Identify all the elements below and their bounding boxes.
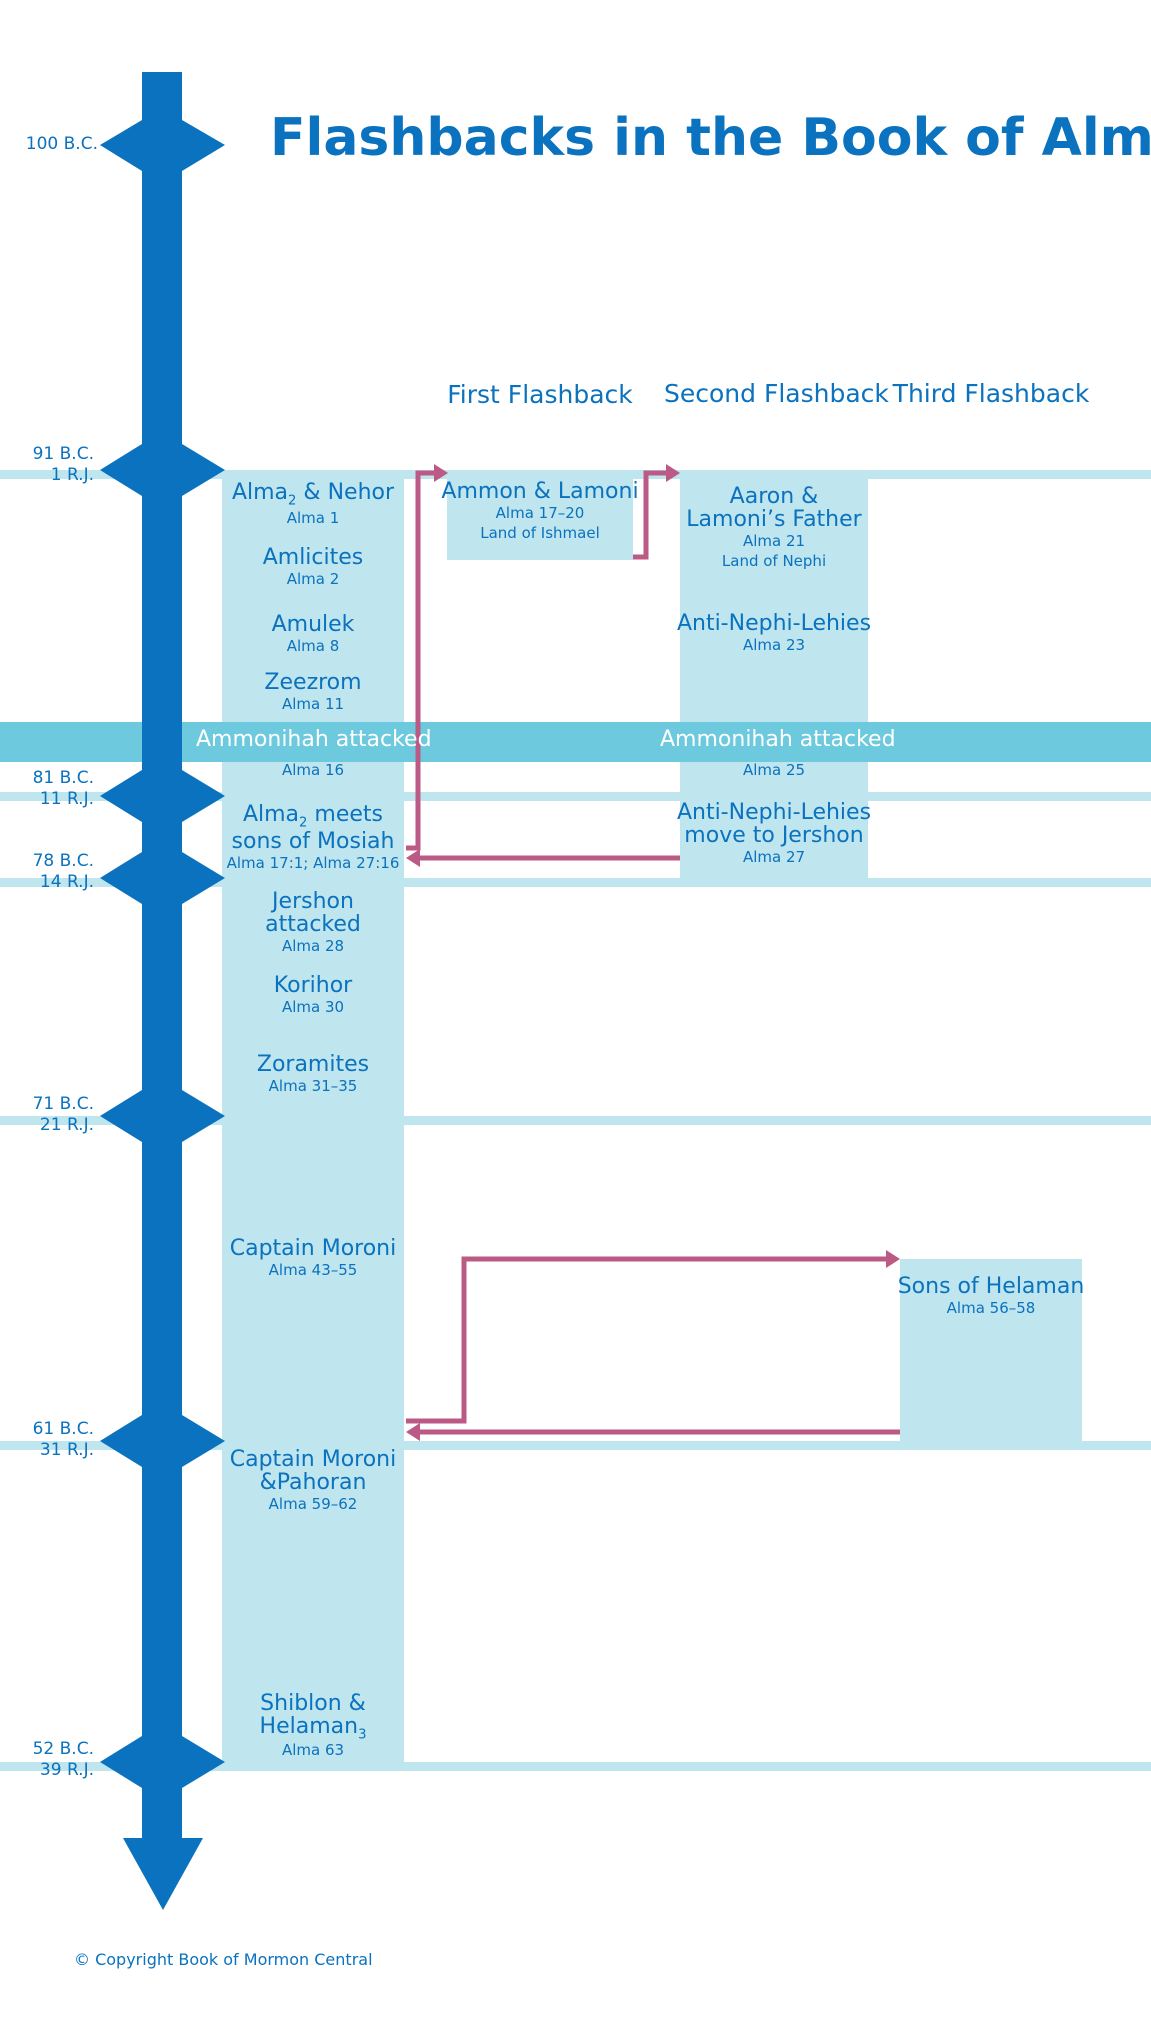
first-flashback-header: First Flashback	[447, 380, 633, 409]
period-line-61bc	[0, 1441, 1151, 1450]
event-alma-25: Alma 25	[742, 761, 806, 779]
date-100bc: 100 B.C.	[25, 134, 98, 154]
arrowhead-return-second	[406, 849, 420, 867]
first-flashback-box	[447, 470, 633, 560]
timeline-marker-81bc	[100, 770, 225, 822]
third-flashback-box	[900, 1259, 1082, 1441]
timeline-shaft	[142, 72, 182, 1840]
timeline-marker-91bc	[100, 444, 225, 496]
period-line-78bc	[0, 878, 1151, 887]
event-amulek: Amulek Alma 8	[271, 612, 355, 656]
date-81bc: 81 B.C.11 R.J.	[32, 768, 94, 809]
page-title: Flashbacks in the Book of Alma	[270, 108, 1151, 168]
date-61bc: 61 B.C.31 R.J.	[32, 1419, 94, 1460]
period-line-52bc	[0, 1762, 1151, 1771]
arrowhead-first-flashback	[434, 464, 448, 482]
event-korihor: Korihor Alma 30	[273, 973, 353, 1017]
event-zoramites: Zoramites Alma 31–35	[256, 1052, 370, 1096]
timeline-marker-61bc	[100, 1415, 225, 1467]
event-moroni-pahoran: Captain Moroni &Pahoran Alma 59–62	[229, 1447, 397, 1514]
timeline-marker-71bc	[100, 1090, 225, 1142]
main-column	[222, 470, 404, 1768]
timeline-marker-78bc	[100, 852, 225, 904]
event-alma-16: Alma 16	[281, 761, 345, 779]
second-flashback-header: Second Flashback	[664, 379, 889, 408]
event-alma-meets-sons-of-mosiah: Alma2 meets sons of Mosiah Alma 17:1; Al…	[226, 802, 400, 873]
arrow-to-second-flashback	[633, 470, 668, 560]
date-52bc: 52 B.C.39 R.J.	[32, 1739, 94, 1780]
event-anti-nephi-lehies: Anti-Nephi-Lehies Alma 23	[676, 611, 872, 655]
event-jershon-attacked: Jershon attacked Alma 28	[265, 889, 361, 956]
event-zeezrom: Zeezrom Alma 11	[264, 670, 362, 714]
arrowhead-second-flashback	[666, 464, 680, 482]
event-move-to-jershon: Anti-Nephi-Lehies move to Jershon Alma 2…	[676, 800, 872, 867]
copyright-notice: © Copyright Book of Mormon Central	[74, 1950, 373, 1969]
ammonihah-band	[0, 722, 1151, 762]
period-line-71bc	[0, 1116, 1151, 1125]
event-ammon-lamoni: Ammon & Lamoni Alma 17–20 Land of Ishmae…	[441, 479, 639, 543]
event-sons-of-helaman: Sons of Helaman Alma 56–58	[897, 1274, 1085, 1318]
event-alma-nehor: Alma2 & Nehor Alma 1	[231, 480, 395, 528]
date-71bc: 71 B.C.21 R.J.	[32, 1094, 94, 1135]
event-shiblon-helaman: Shiblon & Helaman3 Alma 63	[259, 1691, 367, 1760]
event-captain-moroni: Captain Moroni Alma 43–55	[229, 1236, 397, 1280]
third-flashback-header: Third Flashback	[892, 379, 1090, 408]
timeline-marker-100bc	[100, 120, 225, 171]
period-line-81bc	[0, 792, 1151, 801]
date-78bc: 78 B.C.14 R.J.	[32, 851, 94, 892]
arrowhead-third-flashback	[886, 1250, 900, 1268]
arrow-to-first-flashback	[406, 470, 436, 851]
date-91bc: 91 B.C.1 R.J.	[32, 444, 94, 485]
event-aaron-lamonis-father: Aaron & Lamoni’s Father Alma 21 Land of …	[686, 484, 862, 571]
event-amlicites: Amlicites Alma 2	[262, 545, 364, 589]
ammonihah-attacked-label-second: Ammonihah attacked	[660, 727, 896, 752]
arrowhead-return-third	[406, 1423, 420, 1441]
timeline-marker-52bc	[100, 1736, 225, 1788]
ammonihah-attacked-label-main: Ammonihah attacked	[196, 727, 432, 752]
arrow-to-third-flashback	[406, 1256, 888, 1424]
second-flashback-column	[680, 470, 868, 878]
timeline-arrowhead	[123, 1838, 203, 1910]
